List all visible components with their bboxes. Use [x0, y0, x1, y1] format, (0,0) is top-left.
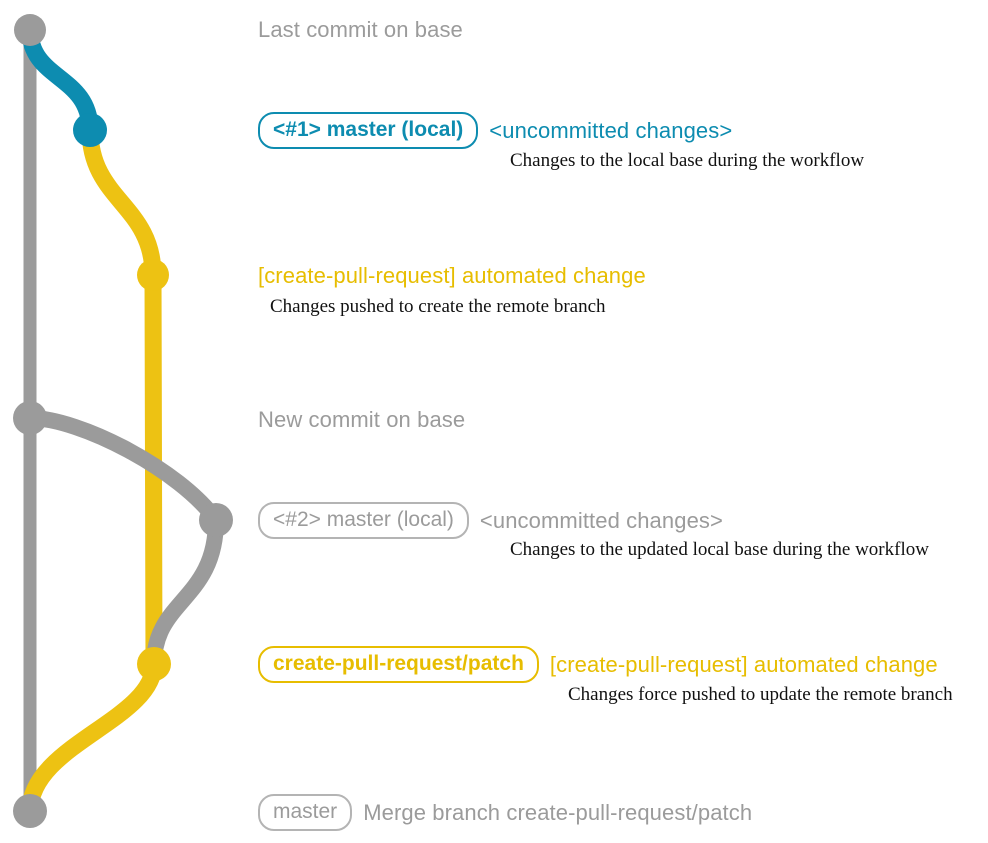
- commit-node-base-1[interactable]: [14, 14, 46, 46]
- branch-tag-master[interactable]: master: [258, 794, 353, 831]
- commit-node-local-2[interactable]: [199, 503, 233, 537]
- commit-headline: <uncommitted changes>: [479, 507, 723, 533]
- commit-row-automated-change-2: create-pull-request/patch [create-pull-r…: [258, 646, 938, 683]
- commit-headline: [create-pull-request] automated change: [258, 263, 646, 288]
- commit-headline: [create-pull-request] automated change: [549, 651, 938, 677]
- commit-row-new-commit-on-base: New commit on base: [258, 407, 465, 433]
- branch-line-local-2-in: [146, 512, 224, 672]
- branch-line-local-2-out: [22, 410, 224, 528]
- branch-tag-local-master-2[interactable]: <#2> master (local): [258, 502, 469, 539]
- branch-tag-local-master-1[interactable]: <#1> master (local): [258, 112, 479, 149]
- commit-headline: New commit on base: [258, 407, 466, 432]
- commit-subtext-automated-change-2: Changes force pushed to update the remot…: [568, 684, 953, 705]
- commit-row-last-commit-on-base: Last commit on base: [258, 17, 463, 43]
- commit-headline: Last commit on base: [258, 17, 463, 42]
- commit-node-merge[interactable]: [13, 794, 47, 828]
- commit-node-base-2[interactable]: [13, 401, 47, 435]
- commit-row-automated-change-1: [create-pull-request] automated change: [258, 263, 646, 289]
- commit-row-local-master-2: <#2> master (local) <uncommitted changes…: [258, 502, 723, 539]
- commit-node-remote-2[interactable]: [137, 647, 171, 681]
- branch-line-remote-merge: [21, 655, 163, 820]
- branch-line-remote: [81, 121, 163, 673]
- commit-node-local-1[interactable]: [73, 113, 107, 147]
- commit-row-merge-commit: master Merge branch create-pull-request/…: [258, 794, 752, 831]
- commit-subtext-automated-change-1: Changes pushed to create the remote bran…: [270, 296, 606, 317]
- commit-subtext-local-master-1: Changes to the local base during the wor…: [510, 150, 865, 171]
- commit-node-remote-1[interactable]: [137, 259, 169, 291]
- commit-row-local-master-1: <#1> master (local) <uncommitted changes…: [258, 112, 732, 149]
- branch-line-local-1: [21, 21, 99, 139]
- commit-subtext-local-master-2: Changes to the updated local base during…: [510, 539, 929, 560]
- branch-tag-create-pull-request-patch[interactable]: create-pull-request/patch: [258, 646, 539, 683]
- commit-headline: <uncommitted changes>: [489, 117, 733, 143]
- commit-headline: Merge branch create-pull-request/patch: [363, 799, 753, 825]
